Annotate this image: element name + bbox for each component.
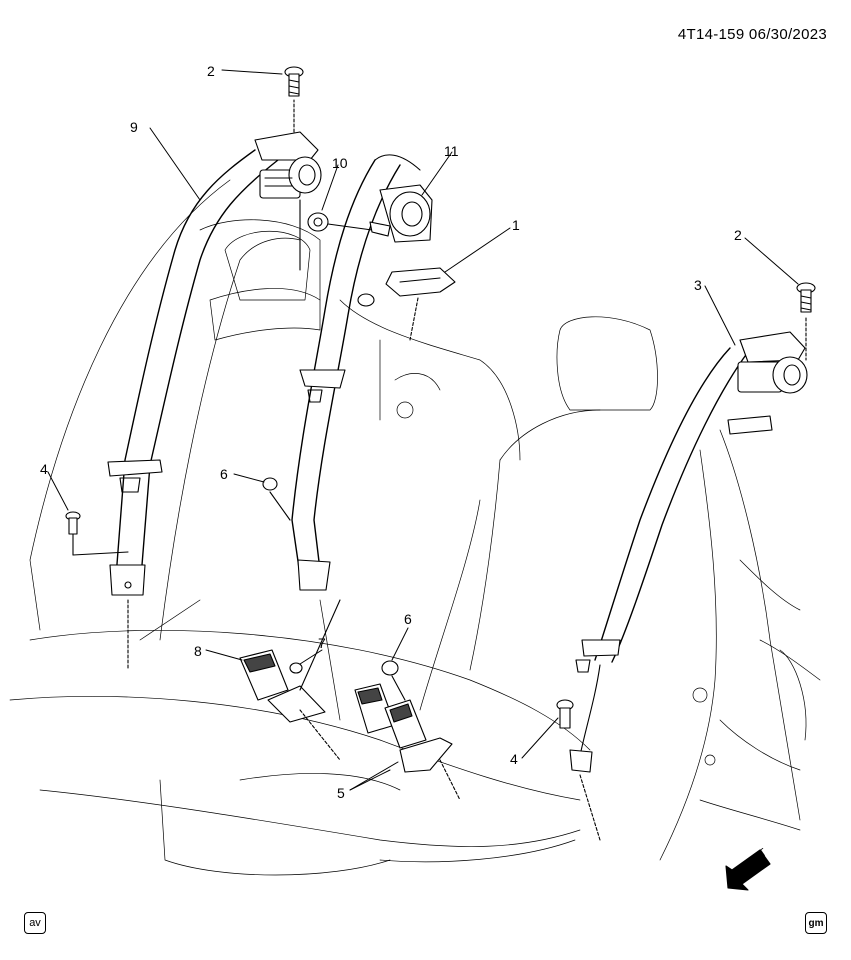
nut-6-left (262, 477, 291, 521)
bolt-2-right (796, 282, 816, 313)
front-direction-arrow-icon (725, 849, 771, 891)
bolt-4-right (556, 699, 601, 841)
callout-6-left: 6 (220, 466, 228, 482)
center-belt-webbing (291, 154, 421, 591)
nut-10 (307, 212, 373, 232)
av-badge: av (24, 912, 46, 934)
callout-7: 7 (318, 635, 326, 651)
callout-9: 9 (130, 119, 138, 135)
callout-1: 1 (512, 217, 520, 233)
callout-8: 8 (194, 643, 202, 659)
nut-7 (289, 662, 303, 674)
callout-10: 10 (332, 155, 348, 171)
diagram-code: 4T14-159 06/30/2023 (677, 26, 827, 43)
bolt-2-left (284, 66, 304, 97)
callout-2-right: 2 (734, 227, 742, 243)
right-belt-webbing (569, 347, 749, 773)
nut-6-center (381, 660, 406, 701)
callout-3: 3 (694, 277, 702, 293)
left-retractor (254, 99, 322, 271)
seat-outline (9, 179, 821, 876)
gm-logo-icon: gm (805, 912, 827, 934)
bezel-1 (357, 267, 456, 341)
bolt-4-left (65, 511, 129, 671)
callout-11: 11 (444, 143, 459, 159)
buckle-8 (239, 599, 341, 761)
callout-4-left: 4 (40, 461, 48, 477)
buckle-5 (354, 683, 461, 801)
callout-5: 5 (337, 785, 345, 801)
leader-lines (47, 69, 799, 791)
left-belt-webbing (107, 149, 279, 596)
callout-6-center: 6 (404, 611, 412, 627)
center-retractor (369, 184, 433, 243)
right-retractor (727, 317, 808, 435)
callout-2-left: 2 (207, 63, 215, 79)
callout-4-right: 4 (510, 751, 518, 767)
